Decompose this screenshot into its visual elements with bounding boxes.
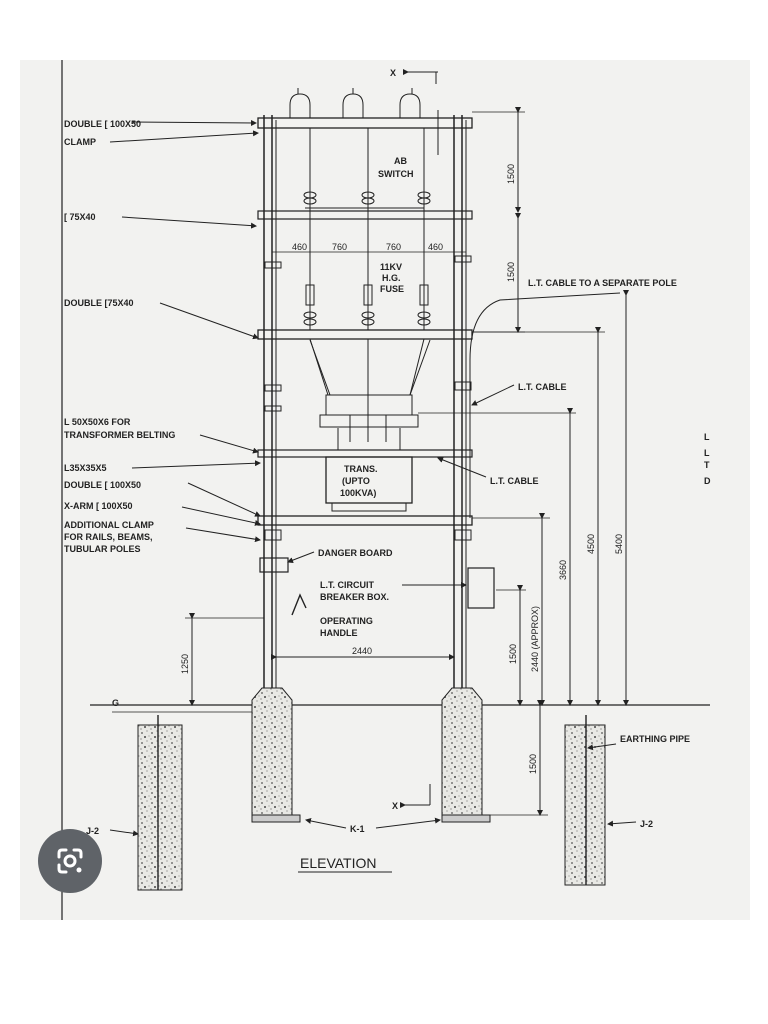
label-angle-belting-2: TRANSFORMER BELTING [64, 430, 175, 440]
label-angle-35: L35X35X5 [64, 463, 107, 473]
label-j2-right: J-2 [640, 819, 653, 829]
left-earthing-pit [137, 724, 183, 891]
dim-2440: 2440 [352, 646, 372, 656]
dim-1500-top: 1500 [506, 164, 516, 184]
fuse-channel [257, 329, 473, 340]
x-arm-channel [257, 515, 473, 526]
label-fuse-1: 11KV [380, 262, 402, 272]
label-breaker-1: L.T. CIRCUIT [320, 580, 374, 590]
dim-760-right: 760 [386, 242, 401, 252]
dim-3660: 3660 [558, 560, 568, 580]
dim-1500-ground: 1500 [528, 754, 538, 774]
dim-460-left: 460 [292, 242, 307, 252]
label-clamp: CLAMP [64, 137, 96, 147]
label-ground-g: G [112, 698, 119, 708]
elevation-drawing: DOUBLE [ 100X50 CLAMP [ 75X40 DOUBLE [75… [61, 60, 711, 920]
label-double-channel-top: DOUBLE [ 100X50 [64, 119, 141, 129]
label-fuse-2: H.G. [382, 273, 401, 283]
lt-cable-route [469, 292, 621, 518]
lens-search-button[interactable] [38, 829, 102, 893]
label-double-channel-low: DOUBLE [ 100X50 [64, 480, 141, 490]
right-earthing-pit [564, 724, 606, 886]
drawing-sheet: DOUBLE [ 100X50 CLAMP [ 75X40 DOUBLE [75… [20, 60, 750, 920]
ab-switch-insulators [303, 191, 431, 209]
label-transformer-1: TRANS. [344, 464, 378, 474]
label-breaker-2: BREAKER BOX. [320, 592, 389, 602]
label-angle-belting-1: L 50X50X6 FOR [64, 417, 131, 427]
dim-5400: 5400 [614, 534, 624, 554]
label-right-letter-3: T [704, 460, 710, 470]
dim-1500-low: 1500 [508, 644, 518, 664]
label-lt-cable-2: L.T. CABLE [490, 476, 539, 486]
breaker-box [467, 567, 495, 609]
drawing-title: ELEVATION [300, 855, 377, 871]
google-lens-icon [57, 848, 83, 874]
operating-handle [291, 593, 307, 616]
label-handle-2: HANDLE [320, 628, 358, 638]
top-insulators [289, 88, 421, 118]
label-right-letter-1: L [704, 432, 710, 442]
dim-760-left: 760 [332, 242, 347, 252]
label-ab-switch-1: AB [394, 156, 407, 166]
label-lt-cable-separate-pole: L.T. CABLE TO A SEPARATE POLE [528, 278, 677, 288]
label-x-arm: X-ARM [ 100X50 [64, 501, 133, 511]
transformer [309, 339, 431, 512]
label-additional-clamp-1: ADDITIONAL CLAMP [64, 520, 154, 530]
label-danger-board: DANGER BOARD [318, 548, 393, 558]
label-j2-left: J-2 [86, 826, 99, 836]
dim-2440-approx: 2440 (APPROX) [530, 606, 540, 672]
dim-1500-mid: 1500 [506, 262, 516, 282]
label-channel-75: [ 75X40 [64, 212, 96, 222]
label-ab-switch-2: SWITCH [378, 169, 414, 179]
label-fuse-3: FUSE [380, 284, 404, 294]
label-earthing-pipe: EARTHING PIPE [620, 734, 690, 744]
belting-angle [257, 449, 473, 458]
label-double-channel-75: DOUBLE [75X40 [64, 298, 134, 308]
top-channel [257, 117, 473, 129]
label-x-top: X [390, 68, 396, 78]
right-foundation [441, 687, 491, 823]
label-right-letter-2: L [704, 448, 710, 458]
fuse-insulators [303, 284, 431, 326]
switch-channel [257, 210, 473, 220]
dim-4500: 4500 [586, 534, 596, 554]
label-lt-cable-1: L.T. CABLE [518, 382, 567, 392]
label-x-bottom: X [392, 801, 398, 811]
left-foundation [251, 687, 301, 823]
dim-460-right: 460 [428, 242, 443, 252]
label-right-letter-4: D [704, 476, 711, 486]
label-k1: K-1 [350, 824, 365, 834]
label-additional-clamp-2: FOR RAILS, BEAMS, [64, 532, 153, 542]
label-additional-clamp-3: TUBULAR POLES [64, 544, 141, 554]
danger-board [259, 557, 289, 573]
label-transformer-2: (UPTO [342, 476, 370, 486]
dim-1250: 1250 [180, 654, 190, 674]
label-handle-1: OPERATING [320, 616, 373, 626]
label-transformer-3: 100KVA) [340, 488, 376, 498]
